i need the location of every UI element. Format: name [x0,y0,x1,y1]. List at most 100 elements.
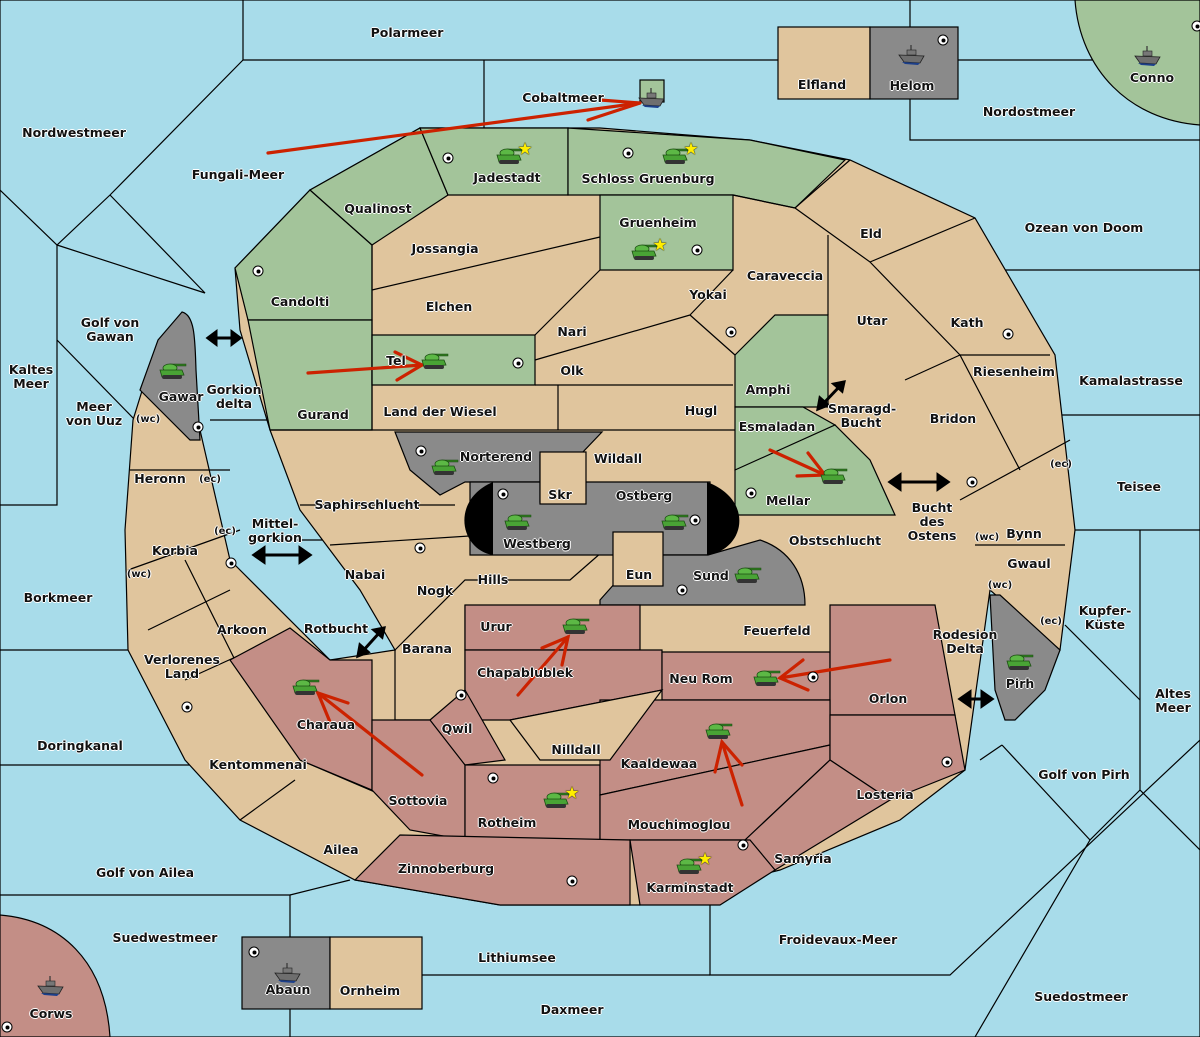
sea-label-polarmeer[interactable]: Polarmeer [370,25,444,40]
sea-label-ozean-von-doom[interactable]: Ozean von Doom [1024,220,1144,235]
army-unit-icon[interactable] [495,146,525,170]
sea-label-golf-von-pirh[interactable]: Golf von Pirh [1038,767,1130,782]
land-label-corws[interactable]: Corws [29,1006,73,1021]
land-label-gurand[interactable]: Gurand [297,407,349,422]
land-label-mouchimoglou[interactable]: Mouchimoglou [627,817,731,832]
land-label-olk[interactable]: Olk [560,363,584,378]
land-label-ailea[interactable]: Ailea [323,842,359,857]
land-label-chapablublek[interactable]: Chapablublek [476,665,574,680]
land-label-tel[interactable]: Tel [386,353,406,368]
land-label-orlon[interactable]: Orlon [868,691,908,706]
army-unit-icon[interactable] [819,466,849,490]
land-label-hills[interactable]: Hills [477,572,509,587]
army-unit-icon[interactable] [661,146,691,170]
land-label-ornheim[interactable]: Ornheim [339,983,401,998]
land-label-wildall[interactable]: Wildall [593,451,643,466]
land-label-caraveccia[interactable]: Caraveccia [746,268,824,283]
land-label-westberg[interactable]: Westberg [503,536,571,551]
coast-label-gawar-wc[interactable]: (wc) [135,414,161,425]
land-label-sund[interactable]: Sund [693,568,729,583]
coast-label-bynn-ec[interactable]: (ec) [1050,459,1072,470]
land-label-pirh[interactable]: Pirh [1005,676,1035,691]
sea-label-kupfer-kueste[interactable]: Kupfer-Küste [1078,603,1132,632]
sea-label-gorkion-delta[interactable]: Gorkion delta [206,382,262,411]
land-label-amphi[interactable]: Amphi [745,382,791,397]
land-label-elchen[interactable]: Elchen [425,299,473,314]
army-unit-icon[interactable] [1005,652,1035,676]
land-label-schloss-gruenburg[interactable]: Schloss Gruenburg [581,171,715,186]
army-unit-icon[interactable] [503,512,533,536]
land-label-nilldall[interactable]: Nilldall [551,742,601,757]
land-label-gawar[interactable]: Gawar [158,389,204,404]
land-label-verlorenes-land[interactable]: Verlorenes Land [144,652,220,681]
army-unit-icon[interactable] [542,790,572,814]
army-unit-icon[interactable] [420,351,450,375]
land-label-helom[interactable]: Helom [889,78,935,93]
army-unit-icon[interactable] [675,856,705,880]
land-label-saphirschlucht[interactable]: Saphirschlucht [314,497,420,512]
fleet-unit-icon[interactable] [37,975,65,1001]
land-label-jossangia[interactable]: Jossangia [411,241,479,256]
sea-label-nordostmeer[interactable]: Nordostmeer [982,104,1076,119]
army-unit-icon[interactable] [704,721,734,745]
land-label-land-der-wiesel[interactable]: Land der Wiesel [383,404,497,419]
land-label-nari[interactable]: Nari [557,324,587,339]
land-label-nogk[interactable]: Nogk [416,583,454,598]
sea-label-golf-von-gawan[interactable]: Golf von Gawan [80,315,140,344]
land-label-kath[interactable]: Kath [950,315,984,330]
land-label-norterend[interactable]: Norterend [459,449,533,464]
land-label-obstschlucht[interactable]: Obstschlucht [788,533,882,548]
fleet-unit-icon[interactable] [1134,45,1162,71]
sea-label-kamalastrasse[interactable]: Kamalastrasse [1079,373,1183,388]
land-label-skr[interactable]: Skr [548,487,572,502]
land-label-eun[interactable]: Eun [625,567,653,582]
sea-label-cobaltmeer[interactable]: Cobaltmeer [522,90,604,105]
land-label-qwil[interactable]: Qwil [441,721,473,736]
army-unit-icon[interactable] [660,512,690,536]
sea-label-teisee[interactable]: Teisee [1116,479,1162,494]
army-unit-icon[interactable] [291,677,321,701]
army-unit-icon[interactable] [630,242,660,266]
fleet-unit-icon[interactable] [274,962,302,988]
land-label-losteria[interactable]: Losteria [856,787,914,802]
land-label-kaaldewaa[interactable]: Kaaldewaa [620,756,698,771]
land-label-gwaul[interactable]: Gwaul [1007,556,1051,571]
sea-label-doringkanal[interactable]: Doringkanal [37,738,123,753]
land-label-korbia[interactable]: Korbia [152,543,198,558]
land-label-sottovia[interactable]: Sottovia [388,793,448,808]
land-label-jadestadt[interactable]: Jadestadt [473,170,541,185]
coast-label-bynn-wc[interactable]: (wc) [974,532,1000,543]
army-unit-icon[interactable] [752,668,782,692]
sea-label-mittel-gorkion[interactable]: Mittel-gorkion [248,516,302,545]
sea-label-borkmeer[interactable]: Borkmeer [23,590,93,605]
land-label-ostberg[interactable]: Ostberg [615,488,673,503]
sea-label-fungali-meer[interactable]: Fungali-Meer [191,167,285,182]
land-label-riesenheim[interactable]: Riesenheim [973,364,1055,379]
sea-label-bucht-des-ostens[interactable]: Bucht des Ostens [907,500,957,543]
land-label-eld[interactable]: Eld [860,226,882,241]
sea-label-nordwestmeer[interactable]: Nordwestmeer [22,125,126,140]
sea-label-suedwestmeer[interactable]: Suedwestmeer [112,930,218,945]
sea-label-rotbucht[interactable]: Rotbucht [303,621,369,636]
land-label-yokai[interactable]: Yokai [689,287,727,302]
land-label-rotheim[interactable]: Rotheim [477,815,537,830]
fleet-unit-icon[interactable] [898,44,926,70]
land-label-feuerfeld[interactable]: Feuerfeld [743,623,811,638]
land-label-hugl[interactable]: Hugl [684,403,718,418]
land-label-neu-rom[interactable]: Neu Rom [669,671,733,686]
land-label-conno[interactable]: Conno [1129,70,1175,85]
land-label-charaua[interactable]: Charaua [296,717,356,732]
sea-label-froidevaux-meer[interactable]: Froidevaux-Meer [778,932,898,947]
coast-label-heronn-ec[interactable]: (ec) [199,474,221,485]
army-unit-icon[interactable] [733,565,763,589]
coast-label-gwaul-wc[interactable]: (wc) [987,580,1013,591]
land-label-arkoon[interactable]: Arkoon [217,622,267,637]
sea-label-golf-von-ailea[interactable]: Golf von Ailea [95,865,195,880]
sea-label-smaragd-bucht[interactable]: Smaragd-Bucht [828,401,897,430]
sea-label-daxmeer[interactable]: Daxmeer [540,1002,604,1017]
land-label-mellar[interactable]: Mellar [765,493,811,508]
army-unit-icon[interactable] [561,616,591,640]
land-label-barana[interactable]: Barana [402,641,452,656]
land-label-karminstadt[interactable]: Karminstadt [646,880,734,895]
sea-label-lithiumsee[interactable]: Lithiumsee [478,950,556,965]
